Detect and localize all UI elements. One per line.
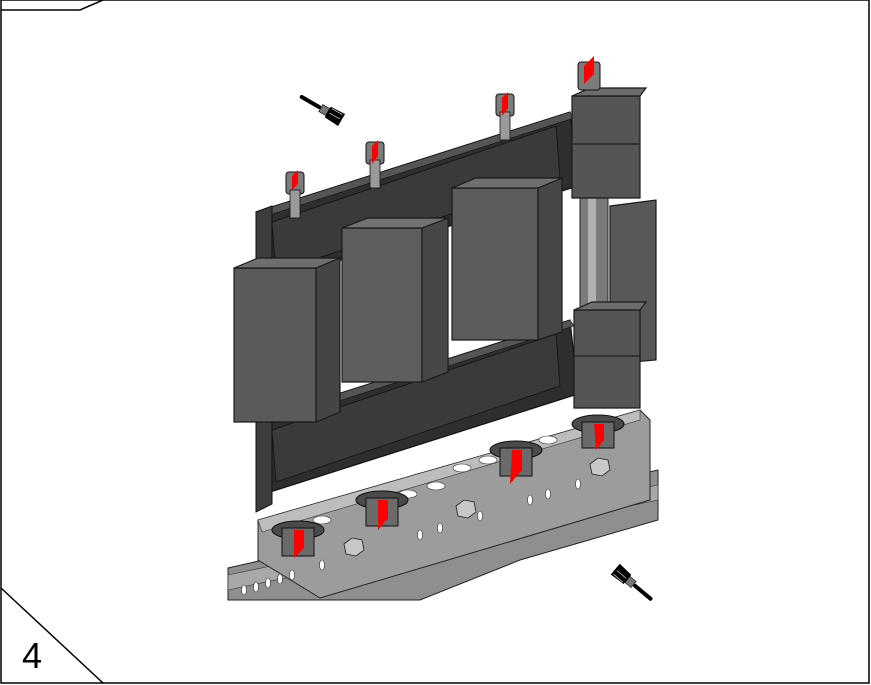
torque-mark bbox=[294, 530, 304, 558]
top-bolts bbox=[285, 56, 601, 219]
bottom-nuts bbox=[271, 414, 625, 558]
torque-mark bbox=[378, 500, 388, 530]
torque-mark bbox=[594, 424, 604, 450]
nut-bottom-3 bbox=[489, 440, 543, 484]
base-rail bbox=[227, 409, 659, 601]
bolt-top-3 bbox=[495, 92, 515, 141]
clamp-blocks bbox=[571, 87, 648, 409]
torque-mark bbox=[510, 450, 522, 484]
torque-mark bbox=[292, 170, 298, 190]
bolt-top-4 bbox=[577, 56, 601, 91]
nut-bottom-1 bbox=[271, 520, 325, 558]
torque-mark bbox=[372, 140, 378, 164]
bolt-top-1 bbox=[285, 170, 305, 219]
step-tab-diagonal bbox=[0, 587, 104, 684]
paint-brush-icon bbox=[299, 95, 346, 127]
bolt-top-2 bbox=[365, 140, 385, 189]
nut-bottom-2 bbox=[355, 490, 409, 530]
paint-brush-icon bbox=[610, 563, 653, 601]
top-step-tab bbox=[1, 0, 104, 11]
torque-mark bbox=[584, 56, 594, 84]
torque-mark bbox=[502, 92, 508, 116]
nut-bottom-4 bbox=[571, 414, 625, 450]
guide-rod-highlight bbox=[588, 192, 596, 312]
step-number: 4 bbox=[22, 635, 43, 676]
